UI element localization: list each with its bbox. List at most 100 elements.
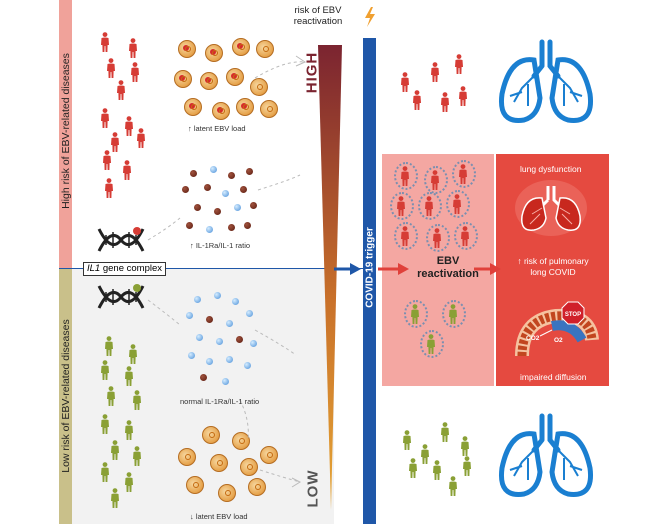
il1ra-molecule-icon	[214, 292, 221, 299]
il1-molecule-icon	[200, 374, 207, 381]
b-cell-icon	[260, 100, 278, 118]
virus-halo-icon	[390, 192, 414, 220]
b-cell-icon	[178, 448, 196, 466]
person-icon	[125, 116, 133, 136]
b-cell-icon	[186, 476, 204, 494]
wedge-title: risk of EBV reactivation	[278, 5, 358, 27]
il1ra-molecule-icon	[234, 204, 241, 211]
b-cell-icon	[232, 432, 250, 450]
divider-line	[59, 268, 369, 269]
co2-text: CO2	[526, 335, 540, 342]
person-icon	[111, 440, 119, 460]
il1-molecule-icon	[206, 316, 213, 323]
il1ra-molecule-icon	[222, 190, 229, 197]
wedge-high-label: HIGH	[303, 51, 321, 94]
person-icon	[101, 108, 109, 128]
person-icon	[133, 446, 141, 466]
gene-name: IL1	[87, 263, 101, 274]
person-icon	[461, 226, 469, 246]
blue-arrow	[334, 263, 361, 275]
red-arrow-left	[378, 263, 409, 275]
person-icon	[107, 386, 115, 406]
il1ra-molecule-icon	[206, 226, 213, 233]
risk-line1: ↑ risk of pulmonary	[517, 256, 589, 266]
person-icon	[111, 132, 119, 152]
b-cell-icon	[212, 102, 230, 120]
il1ra-molecule-icon	[196, 334, 203, 341]
il1ra-molecule-icon	[222, 378, 229, 385]
person-icon	[453, 194, 461, 214]
low-ratio-label: normal IL-1Ra/IL-1 ratio	[180, 397, 260, 406]
person-icon	[421, 444, 429, 464]
person-icon	[441, 422, 449, 442]
person-icon	[133, 390, 141, 410]
person-icon	[129, 344, 137, 364]
high-ratio-label: ↑ IL-1Ra/IL-1 ratio	[190, 241, 251, 250]
dna-icon-high	[97, 227, 145, 252]
low-latent-label: ↓ latent EBV load	[190, 512, 248, 521]
healthy-lungs-bottom-icon	[498, 413, 594, 497]
il1ra-molecule-icon	[188, 352, 195, 359]
person-icon	[441, 92, 449, 112]
lightning-icon	[365, 7, 375, 27]
person-icon	[125, 366, 133, 386]
il1ra-molecule-icon	[226, 320, 233, 327]
il1ra-molecule-icon	[210, 166, 217, 173]
il1-molecule-icon	[250, 202, 257, 209]
il1-molecule-icon	[186, 222, 193, 229]
stop-sign-text: STOP	[565, 312, 581, 318]
person-icon	[433, 460, 441, 480]
person-icon	[101, 414, 109, 434]
il1ra-molecule-icon	[206, 358, 213, 365]
person-icon	[403, 430, 411, 450]
il1-molecule-icon	[236, 336, 243, 343]
il1-molecule-icon	[214, 208, 221, 215]
person-icon	[131, 62, 139, 82]
b-cell-icon	[248, 478, 266, 496]
virus-halo-icon	[394, 162, 418, 190]
impaired-diffusion-label: impaired diffusion	[520, 372, 587, 382]
b-cell-icon	[202, 426, 220, 444]
ebv-reactivation-line2: reactivation	[417, 268, 479, 280]
b-cell-icon	[218, 484, 236, 502]
virus-halo-icon	[442, 300, 466, 328]
risk-wedge	[318, 45, 342, 510]
person-icon	[101, 462, 109, 482]
person-icon	[101, 32, 109, 52]
inflamed-lungs-icon	[515, 180, 587, 236]
virus-halo-icon	[452, 160, 476, 188]
healthy-lungs-top-icon	[498, 39, 594, 123]
ebv-reactivation-label: EBV reactivation	[412, 255, 484, 281]
person-icon	[111, 488, 119, 508]
wedge-low-label: LOW	[304, 469, 322, 508]
b-cell-icon	[205, 44, 223, 62]
person-icon	[129, 38, 137, 58]
il1-molecule-icon	[182, 186, 189, 193]
person-icon	[125, 472, 133, 492]
il1-molecule-icon	[228, 172, 235, 179]
high-latent-label: ↑ latent EBV load	[188, 124, 246, 133]
person-icon	[123, 160, 131, 180]
il1-molecule-icon	[228, 224, 235, 231]
il1ra-molecule-icon	[216, 338, 223, 345]
il1ra-molecule-icon	[246, 310, 253, 317]
risk-long-covid-label: ↑ risk of pulmonary long COVID	[500, 256, 606, 278]
person-icon	[411, 304, 419, 324]
alveolus-icon: STOP CO2 O2	[515, 301, 599, 357]
gene-complex-text: gene complex	[100, 263, 163, 274]
b-cell-icon	[236, 98, 254, 116]
b-cell-icon	[250, 78, 268, 96]
person-icon	[449, 304, 457, 324]
person-icon	[401, 166, 409, 186]
person-icon	[401, 72, 409, 92]
il1-molecule-icon	[190, 170, 197, 177]
person-icon	[105, 178, 113, 198]
virus-halo-icon	[394, 222, 418, 250]
wedge-title-line1: risk of EBV	[294, 5, 342, 16]
person-icon	[105, 336, 113, 356]
virus-halo-icon	[446, 190, 470, 218]
il1ra-molecule-icon	[232, 298, 239, 305]
b-cell-icon	[240, 458, 258, 476]
il1ra-molecule-icon	[244, 362, 251, 369]
virus-halo-icon	[454, 222, 478, 250]
